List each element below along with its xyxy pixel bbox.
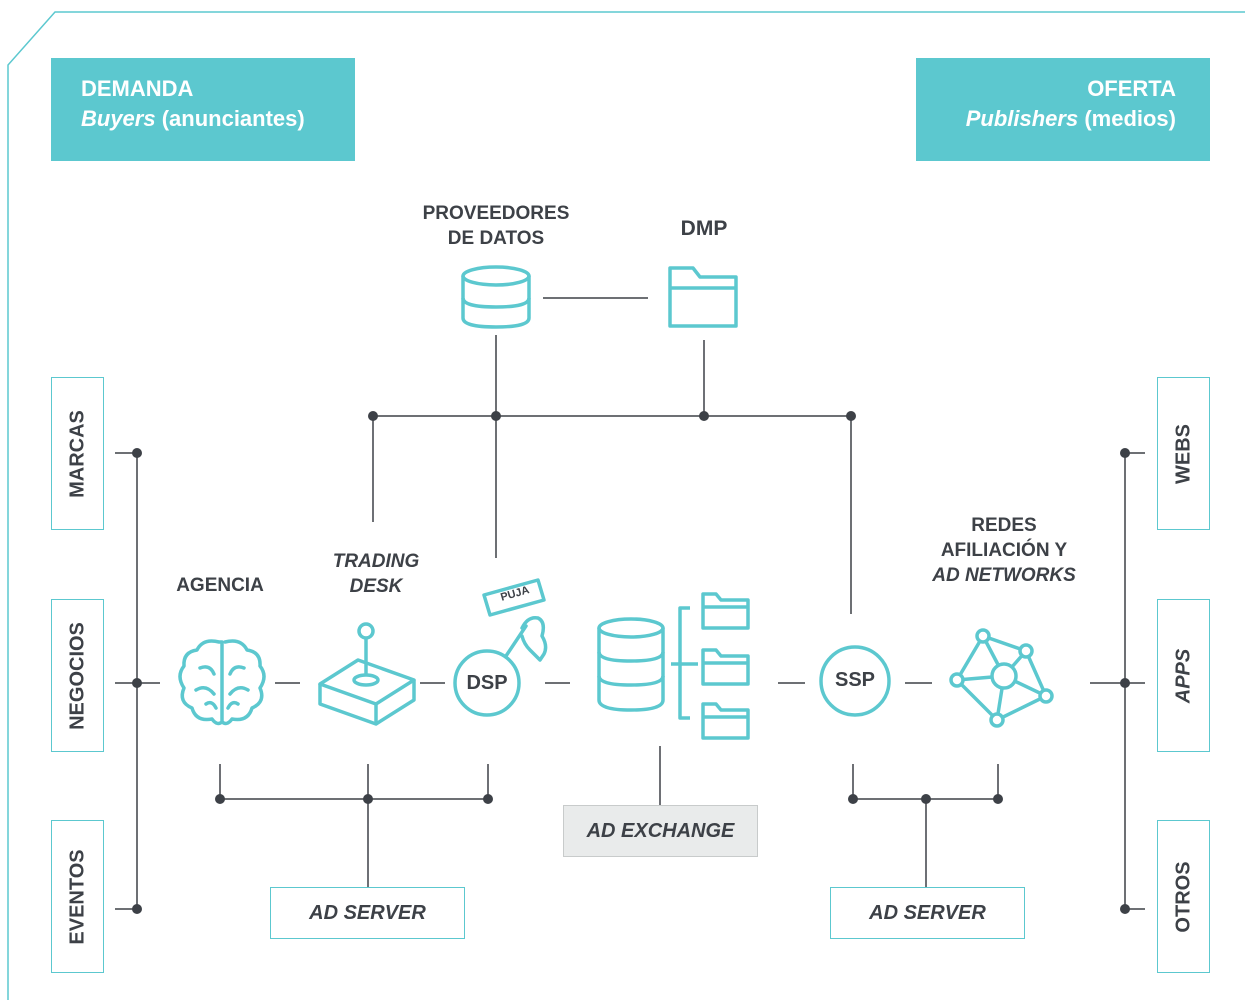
dsp-label: DSP	[466, 672, 508, 694]
network-icon	[949, 628, 1054, 728]
demand-subtitle-rest: (anunciantes)	[155, 106, 305, 131]
junction-dots	[132, 411, 1130, 914]
demand-header: DEMANDA Buyers (anunciantes)	[51, 58, 355, 161]
supply-header: OFERTA Publishers (medios)	[916, 58, 1210, 161]
redes-label: REDES AFILIACIÓN Y AD NETWORKS	[932, 515, 1076, 586]
connector-lines	[115, 297, 1145, 910]
supply-subtitle-rest: (medios)	[1078, 106, 1176, 131]
agencia-label: AGENCIA	[176, 575, 264, 596]
database-folders-icon	[597, 592, 750, 740]
outlet-webs: WEBS	[1157, 377, 1210, 530]
frame-outline	[7, 11, 1245, 1000]
ssp-label: SSP	[834, 669, 876, 691]
source-negocios: NEGOCIOS	[51, 599, 104, 752]
ad-exchange-box: AD EXCHANGE	[563, 805, 758, 857]
demand-subtitle-italic: Buyers	[81, 106, 156, 131]
demand-title: DEMANDA	[81, 76, 194, 101]
trading-desk-label: TRADING DESK	[332, 551, 420, 597]
outlet-apps: APPS	[1157, 599, 1210, 752]
dmp-label: DMP	[680, 217, 728, 240]
source-eventos: EVENTOS	[51, 820, 104, 973]
data-providers-label: PROVEEDORES DE DATOS	[422, 203, 570, 249]
supply-title: OFERTA	[1087, 76, 1176, 101]
supply-subtitle-italic: Publishers	[965, 106, 1079, 131]
joystick-icon	[318, 622, 416, 726]
bid-paddle-icon	[453, 578, 548, 717]
database-icon	[461, 265, 531, 329]
outlet-otros: OTROS	[1157, 820, 1210, 973]
folder-icon	[668, 266, 738, 328]
ad-server-right: AD SERVER	[830, 887, 1025, 939]
brain-icon	[178, 639, 266, 726]
ad-server-left: AD SERVER	[270, 887, 465, 939]
source-marcas: MARCAS	[51, 377, 104, 530]
ssp-circle	[819, 645, 891, 717]
